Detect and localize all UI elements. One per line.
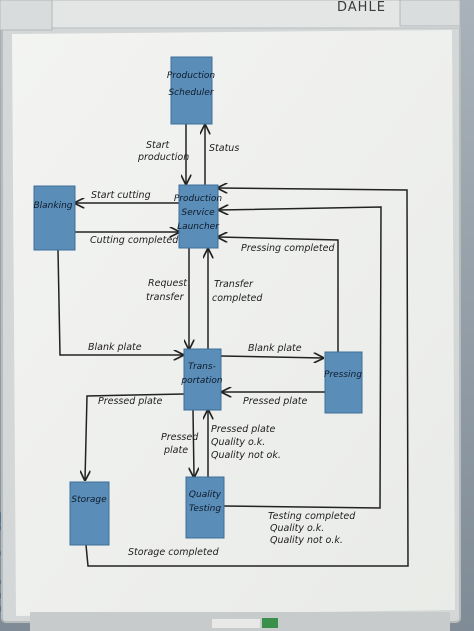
label-storage-completed: Storage completed — [128, 547, 220, 558]
label-quality-report: Quality o.k. — [211, 437, 265, 448]
label-pressed-plate-down: Pressed — [161, 432, 199, 443]
node-production-service-launcher: Production Service Launcher — [174, 184, 223, 249]
label-pressed-plate-down: plate — [163, 445, 188, 456]
label-start-production: production — [137, 152, 189, 163]
node-label: Launcher — [177, 222, 220, 232]
paper-sheet — [12, 30, 455, 616]
node-quality-testing: Quality Testing — [185, 476, 225, 539]
edge-blank-plate-right — [220, 356, 323, 358]
edge-pressing-completed — [218, 237, 339, 363]
label-testing-completed: Quality o.k. — [270, 523, 324, 534]
label-blank-plate-left: Blank plate — [88, 342, 142, 353]
node-storage: Storage — [69, 481, 110, 546]
label-testing-completed: Testing completed — [268, 511, 356, 522]
label-pressed-plate-right: Pressed plate — [243, 396, 307, 407]
node-label: Trans- — [188, 362, 216, 372]
marker-white — [212, 619, 260, 628]
node-label: Production — [167, 71, 216, 81]
node-label: Service — [181, 208, 215, 218]
label-status: Status — [209, 143, 239, 154]
edge-pressed-plate-left — [85, 393, 185, 480]
diagram-edges — [57, 123, 409, 567]
node-label: Testing — [189, 504, 221, 514]
node-label: Pressing — [324, 370, 362, 380]
label-cutting-completed: Cutting completed — [90, 235, 179, 246]
node-label: Production — [174, 194, 223, 204]
edge-storage-completed — [85, 188, 409, 567]
edge-pressed-plate-down — [193, 409, 194, 477]
label-pressed-plate-left: Pressed plate — [98, 396, 162, 407]
label-blank-plate-right: Blank plate — [248, 343, 302, 354]
edge-labels: Start production Status Start cutting Cu… — [88, 140, 356, 558]
label-request-transfer: transfer — [146, 292, 185, 303]
edge-testing-completed — [219, 207, 382, 509]
label-transfer-completed: Transfer — [214, 279, 254, 290]
marker-green — [262, 618, 278, 628]
edge-blank-plate-left — [57, 249, 183, 355]
node-blanking: Blanking — [33, 185, 76, 251]
label-pressing-completed: Pressing completed — [241, 243, 335, 254]
label-start-cutting: Start cutting — [91, 190, 151, 201]
board-clip-right — [399, 0, 461, 27]
node-label: Quality — [189, 490, 222, 500]
node-label: portation — [180, 376, 222, 386]
node-label: Scheduler — [168, 88, 214, 98]
label-quality-report: Quality not ok. — [211, 450, 281, 461]
node-transportation: Trans- portation — [180, 348, 223, 411]
node-production-scheduler: Production Scheduler — [167, 56, 216, 125]
board-clip-left — [0, 0, 53, 31]
board-brand-label: DAHLE — [337, 0, 386, 15]
label-transfer-completed: completed — [212, 293, 263, 304]
board-top-bar — [49, 0, 461, 29]
label-start-production: Start — [146, 140, 170, 151]
node-label: Storage — [71, 495, 107, 505]
label-quality-report: Pressed plate — [211, 424, 275, 435]
label-testing-completed: Quality not o.k. — [270, 535, 343, 546]
label-request-transfer: Request — [148, 278, 188, 289]
node-label: Blanking — [33, 201, 72, 211]
node-pressing: Pressing — [324, 351, 363, 414]
